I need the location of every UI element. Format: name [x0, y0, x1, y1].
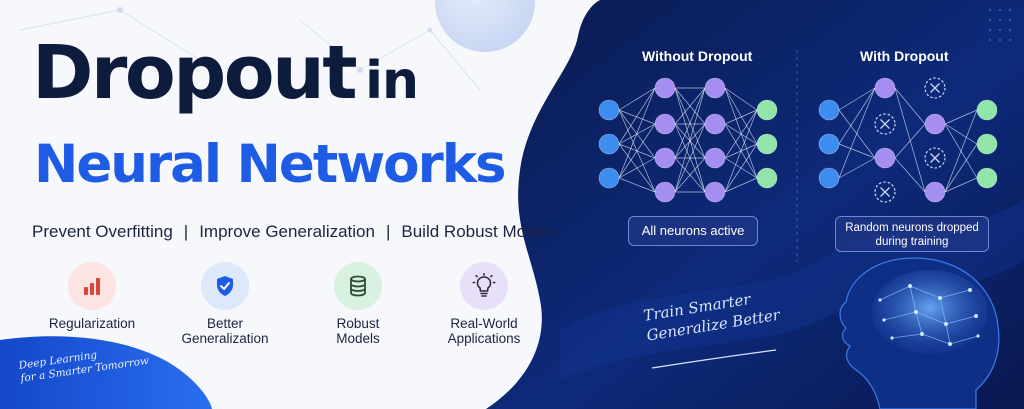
network-without-dropout: [598, 77, 778, 203]
dropped-neuron: [874, 181, 896, 203]
connection-line: [674, 87, 706, 193]
connection-line: [838, 87, 876, 111]
dropped-neuron: [924, 77, 946, 99]
connection-line: [944, 109, 978, 193]
connection-line: [894, 123, 926, 159]
connection-line: [724, 87, 758, 111]
connection-line: [618, 87, 656, 179]
feature-regularization: Regularization: [32, 262, 152, 331]
dropped-neuron: [874, 113, 896, 135]
tagline-separator: |: [385, 222, 391, 241]
connection-line: [838, 143, 876, 159]
output-neuron: [976, 133, 998, 155]
connection-line: [838, 87, 876, 179]
connection-line: [618, 123, 656, 179]
connection-line: [838, 157, 876, 179]
connection-line: [724, 109, 758, 159]
connection-line: [724, 109, 758, 193]
input-neuron: [598, 167, 620, 189]
connection-line: [724, 109, 758, 125]
connection-line: [618, 123, 656, 145]
feature-robust-models: Robust Models: [298, 262, 418, 346]
output-neuron: [756, 99, 778, 121]
connection-line: [724, 87, 758, 145]
output-neuron: [756, 133, 778, 155]
input-neuron: [818, 133, 840, 155]
hidden-neuron: [704, 181, 726, 203]
connection-line: [618, 87, 656, 145]
input-neuron: [818, 167, 840, 189]
connection-line: [674, 87, 706, 159]
input-neuron: [598, 133, 620, 155]
hidden-neuron: [924, 181, 946, 203]
tagline-row: Prevent Overfitting | Improve Generalizati…: [32, 222, 557, 242]
output-neuron: [976, 99, 998, 121]
script-underline: [651, 349, 777, 369]
connection-line: [724, 143, 758, 193]
connection-line: [674, 87, 706, 125]
shield-check-icon: [201, 262, 249, 310]
connection-line: [894, 87, 926, 125]
connection-line: [894, 87, 926, 193]
feature-label: Robust Models: [336, 316, 380, 346]
connection-line: [838, 109, 876, 159]
connection-line: [724, 87, 758, 179]
bar-chart-icon: [68, 262, 116, 310]
connection-line: [618, 87, 656, 111]
hidden-neuron: [874, 147, 896, 169]
network-with-dropout: [818, 77, 998, 203]
connection-line: [838, 87, 876, 145]
hidden-neuron: [924, 113, 946, 135]
feature-label: Real-World Applications: [447, 316, 521, 346]
caption-all-neurons-active: All neurons active: [628, 216, 758, 246]
tagline-prevent-overfitting: Prevent Overfitting: [32, 222, 173, 241]
connection-line: [944, 123, 978, 145]
connection-line: [618, 177, 656, 193]
with-dropout-title: With Dropout: [860, 48, 949, 64]
output-neuron: [756, 167, 778, 189]
connection-line: [618, 109, 656, 125]
dropped-neuron: [924, 147, 946, 169]
connection-line: [944, 109, 978, 125]
tagline-improve-generalization: Improve Generalization: [199, 222, 375, 241]
without-dropout-title: Without Dropout: [642, 48, 753, 64]
title-dropout: Dropout: [32, 30, 358, 116]
brain-head-illustration: [839, 257, 1000, 409]
connection-line: [674, 157, 706, 193]
database-icon: [334, 262, 382, 310]
output-neuron: [976, 167, 998, 189]
tagline-separator: |: [183, 222, 189, 241]
lightbulb-icon: [460, 262, 508, 310]
connection-line: [674, 123, 706, 193]
connection-line: [894, 157, 926, 193]
hidden-neuron: [704, 77, 726, 99]
hidden-neuron: [654, 147, 676, 169]
hidden-neuron: [654, 113, 676, 135]
feature-real-world-applications: Real-World Applications: [424, 262, 544, 346]
hidden-neuron: [654, 181, 676, 203]
connection-line: [618, 157, 656, 179]
feature-label: Regularization: [48, 316, 136, 331]
connection-line: [944, 177, 978, 193]
feature-better-generalization: Better Generalization: [165, 262, 285, 346]
hidden-neuron: [874, 77, 896, 99]
input-neuron: [598, 99, 620, 121]
hidden-neuron: [654, 77, 676, 99]
hidden-neuron: [704, 113, 726, 135]
title-in: in: [365, 51, 419, 111]
tagline-build-robust-models: Build Robust Models: [401, 222, 558, 241]
title-line-2: Neural Networks: [34, 134, 506, 195]
feature-label: Better Generalization: [181, 316, 269, 346]
connection-line: [944, 143, 978, 193]
hidden-neuron: [704, 147, 726, 169]
connection-line: [724, 177, 758, 193]
caption-random-neurons-dropped: Random neurons dropped during training: [835, 216, 989, 252]
input-neuron: [818, 99, 840, 121]
